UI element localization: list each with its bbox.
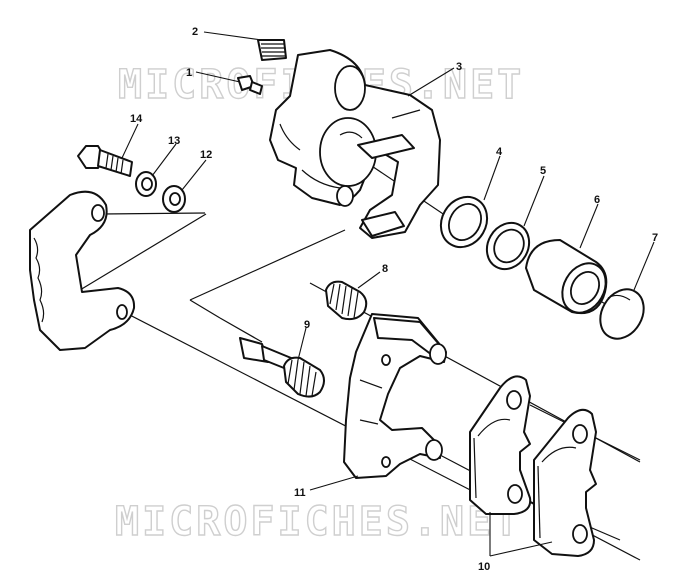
part-slide-boot <box>325 280 368 321</box>
part-lock-washer <box>135 171 157 197</box>
callout-8: 8 <box>382 263 388 275</box>
part-bleeder-fitting <box>237 75 263 95</box>
part-piston <box>525 239 608 314</box>
leader-lines <box>121 31 655 557</box>
part-dust-seal <box>485 221 531 271</box>
callout-3: 3 <box>456 61 462 73</box>
part-brake-pad-front <box>469 375 532 515</box>
part-caliper-body <box>269 49 441 239</box>
part-mounting-bracket <box>29 190 136 351</box>
callout-7: 7 <box>652 232 658 244</box>
callout-10: 10 <box>478 561 490 573</box>
part-brake-pad-rear <box>533 408 597 557</box>
callout-labels: 1 2 3 4 5 6 7 8 9 10 11 12 13 14 <box>130 26 658 573</box>
callout-13: 13 <box>168 135 180 147</box>
part-bolt <box>77 145 133 177</box>
watermark-bottom: MICROFICHES.NET <box>115 499 521 545</box>
callout-4: 4 <box>496 146 503 158</box>
callout-1: 1 <box>186 67 192 79</box>
part-flat-washer <box>162 185 186 213</box>
part-bleeder-screw <box>257 39 287 61</box>
callout-5: 5 <box>540 165 546 177</box>
part-cap <box>599 288 645 340</box>
part-slide-pin <box>239 337 325 398</box>
callout-9: 9 <box>304 319 310 331</box>
callout-11: 11 <box>294 487 306 499</box>
callout-14: 14 <box>130 113 143 125</box>
callout-12: 12 <box>200 149 212 161</box>
callout-2: 2 <box>192 26 198 38</box>
part-caliper-bracket <box>343 313 447 479</box>
callout-6: 6 <box>594 194 600 206</box>
part-piston-seal <box>439 195 489 249</box>
